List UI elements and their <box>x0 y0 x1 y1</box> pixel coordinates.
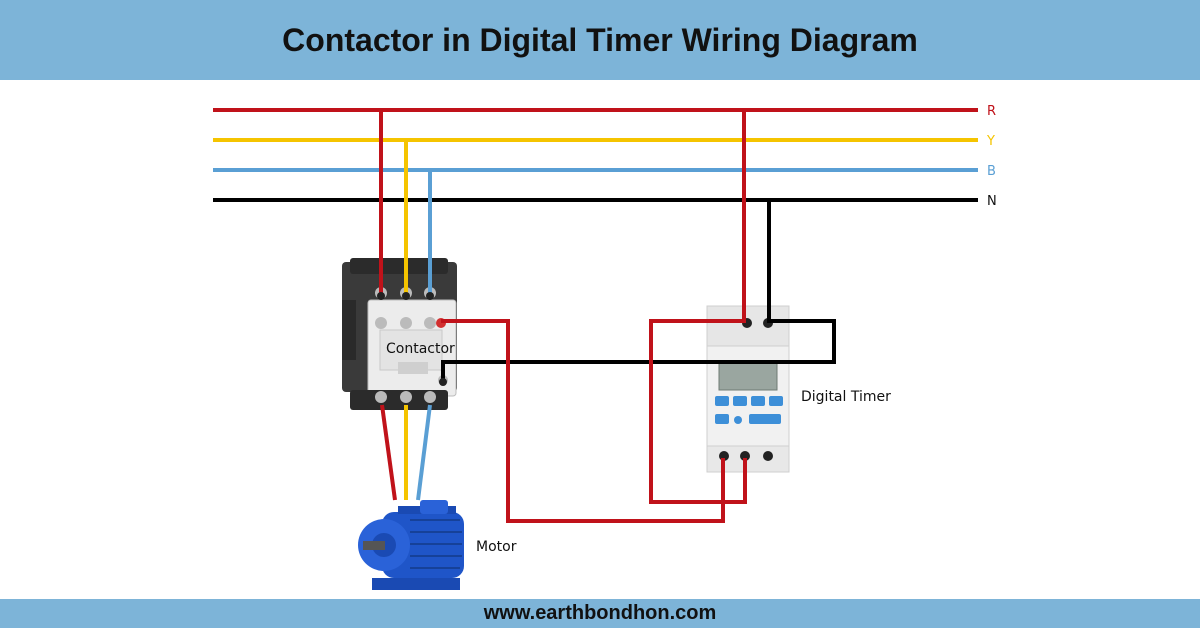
n-line-label: N <box>987 194 997 209</box>
digital-timer <box>706 305 790 473</box>
wiring-diagram: R Y B N <box>213 104 997 590</box>
header-bar: Contactor in Digital Timer Wiring Diagra… <box>0 0 1200 80</box>
coil-to-timer-wire <box>441 319 725 523</box>
contactor-to-motor-r-wire <box>380 404 397 501</box>
footer-bar: www.earthbondhon.com <box>0 599 1200 628</box>
contactor-to-motor-b-wire <box>416 404 432 501</box>
digital-timer-label: Digital Timer <box>801 389 891 405</box>
y-line-label: Y <box>986 134 995 149</box>
b-line-label: B <box>987 164 996 179</box>
website-url: www.earthbondhon.com <box>483 602 717 624</box>
motor <box>358 500 464 590</box>
contactor <box>342 258 457 410</box>
timer-output-loop-wire <box>649 319 747 504</box>
r-line-label: R <box>987 104 996 119</box>
neutral-loop-to-coil-wire <box>441 319 836 382</box>
page-title: Contactor in Digital Timer Wiring Diagra… <box>282 21 918 58</box>
motor-label: Motor <box>476 539 517 555</box>
contactor-label: Contactor <box>386 341 455 357</box>
